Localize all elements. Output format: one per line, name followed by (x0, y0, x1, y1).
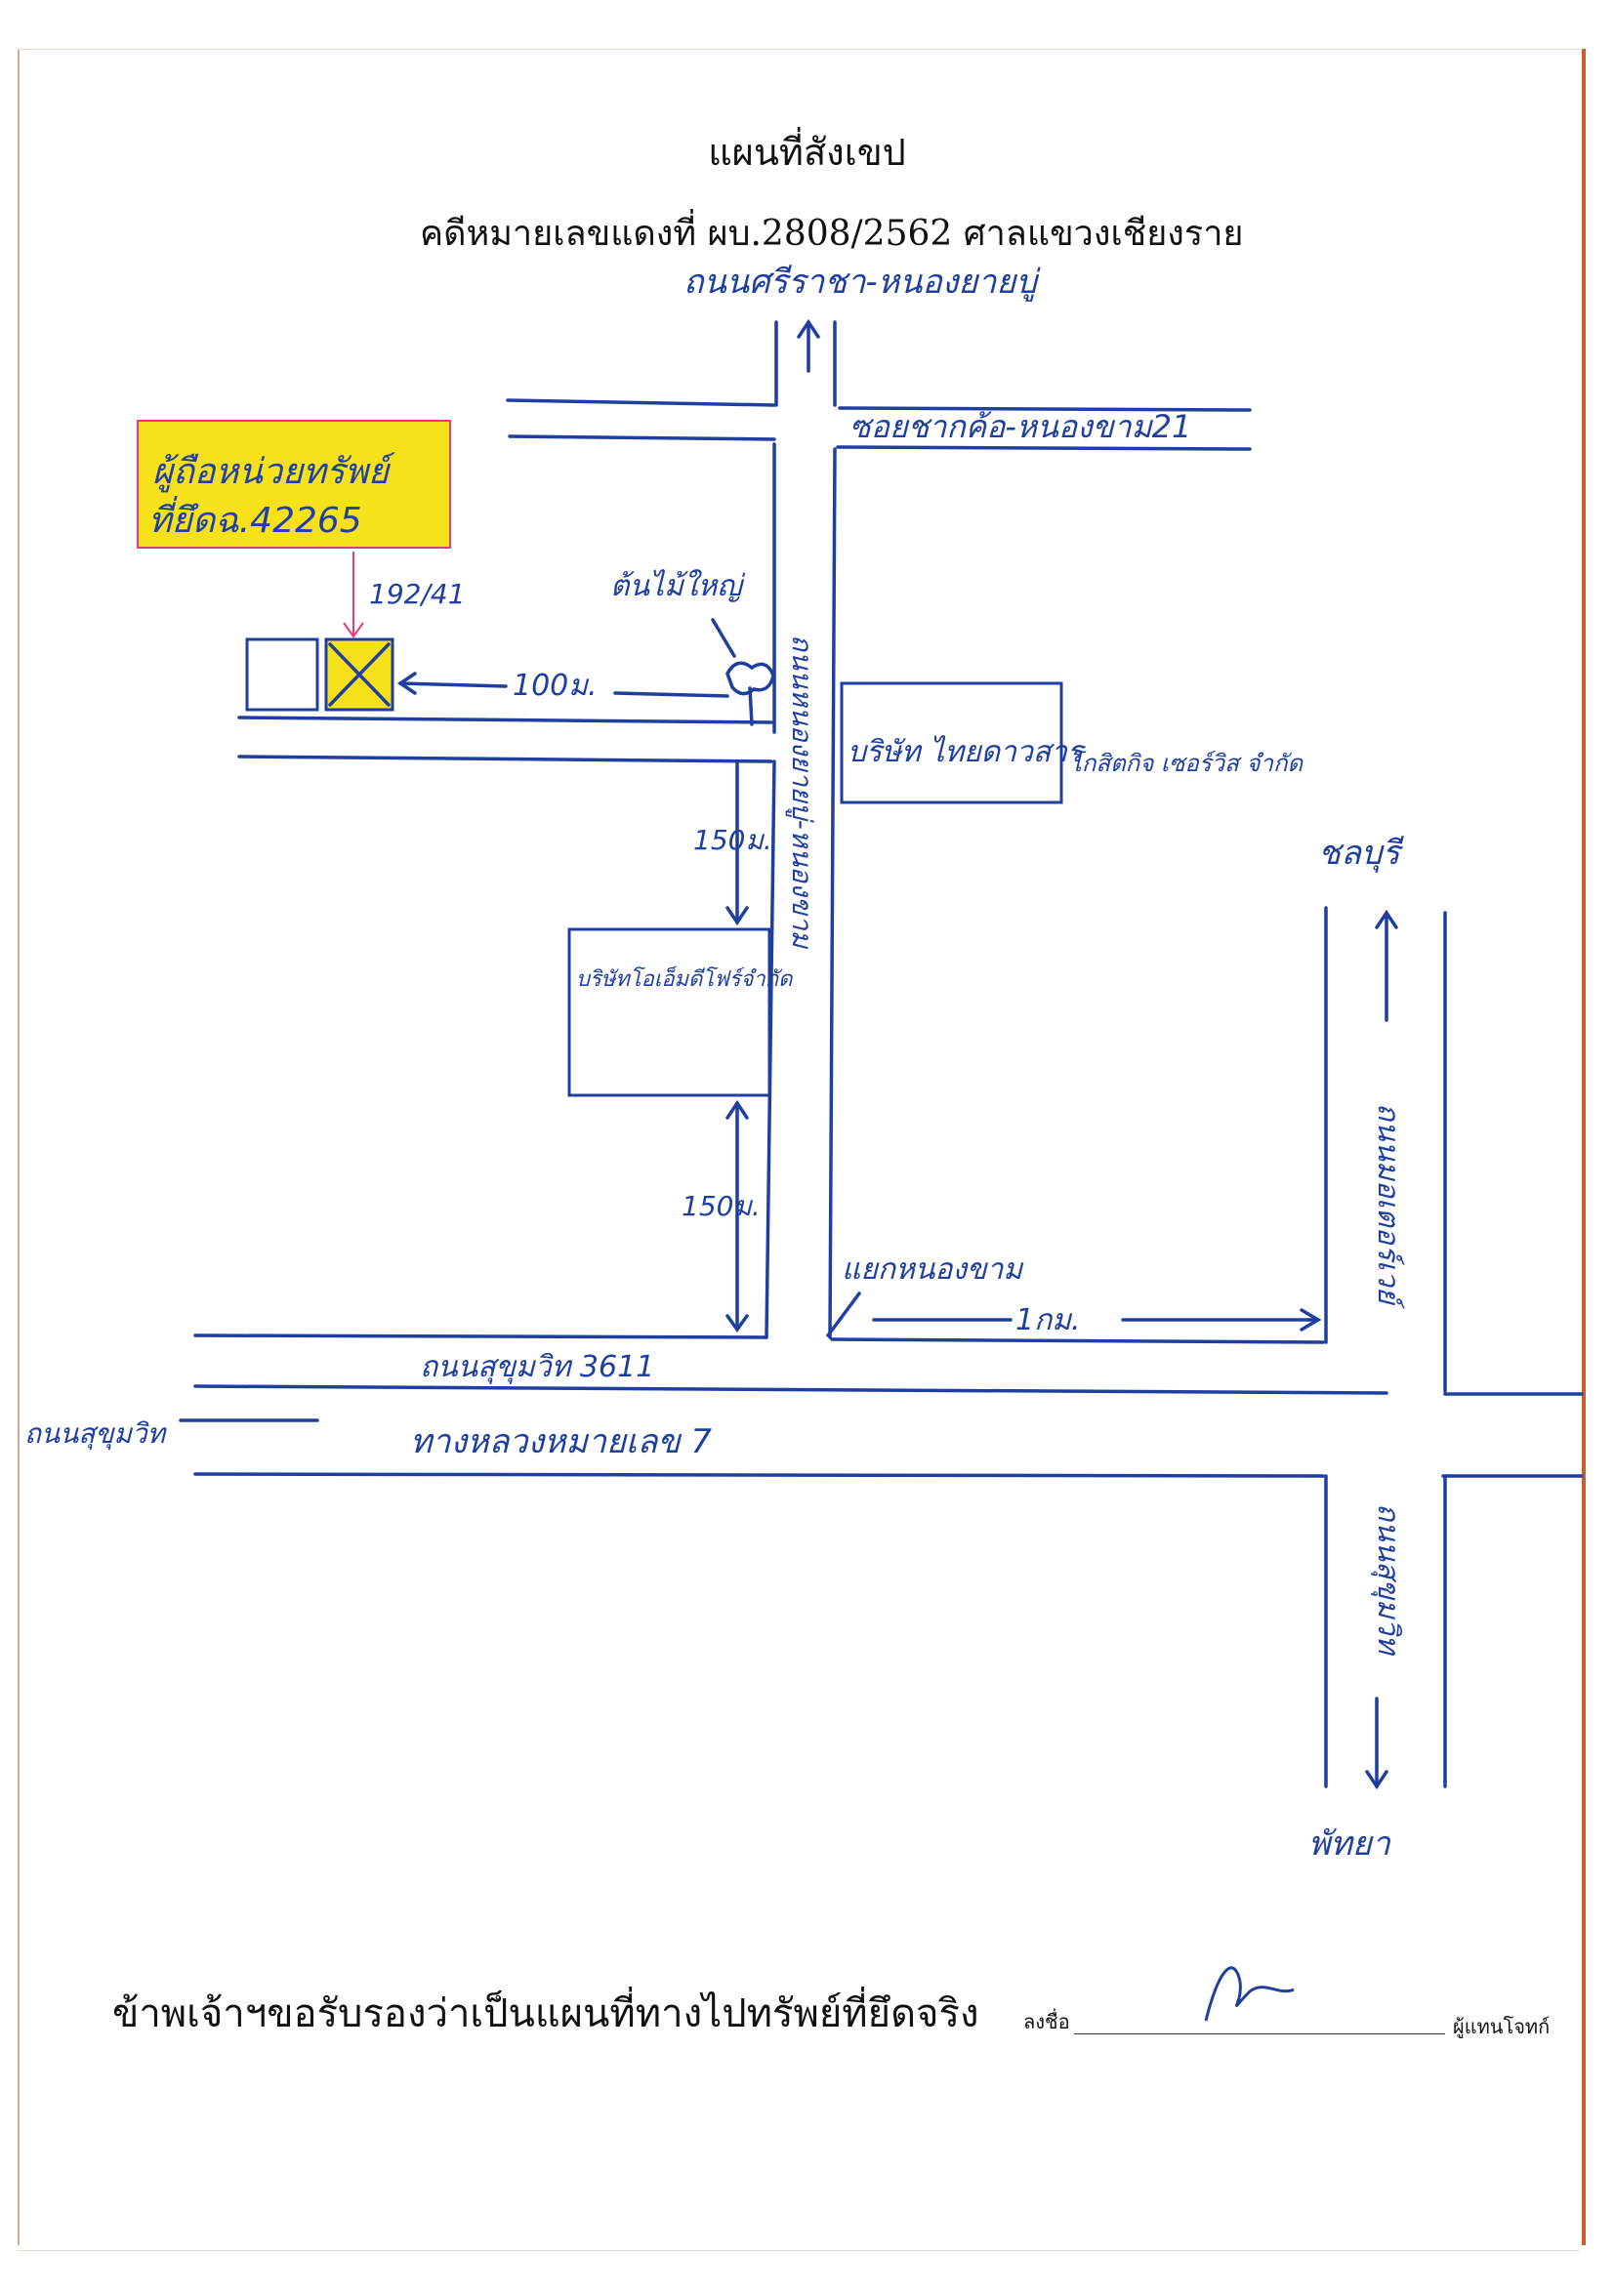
tree-pointer (711, 618, 736, 658)
north-arrow-head (797, 318, 820, 339)
page-edge-left (18, 49, 20, 2245)
dist-1km-head (1300, 1308, 1322, 1332)
dist-100-arrowhead (396, 672, 417, 695)
label-dist-1km: 1กม. (1015, 1303, 1081, 1337)
property-cross-2 (328, 642, 391, 707)
label-dist-150b: 150ม. (682, 1190, 761, 1222)
dist-150b-head-top (725, 1099, 749, 1120)
label-house-no: 192/41 (369, 578, 466, 610)
label-dist-150a: 150ม. (693, 824, 772, 856)
label-pattaya: พัทยา (1308, 1824, 1391, 1864)
side-road-south-edge (237, 755, 773, 763)
side-road-north-edge (237, 716, 773, 724)
chonburi-arrow-head (1375, 909, 1398, 929)
company-thai-box (840, 681, 1063, 804)
property-highlight-box: ผู้ถือหน่วยทรัพย์ ที่ยึดฉ.42265 (137, 420, 451, 549)
road-main-east-lower (828, 447, 837, 1339)
page-edge-bottom (18, 2250, 1580, 2251)
dist-150a-head (725, 906, 749, 926)
soi-top-upper (506, 398, 776, 407)
label-motorway: ถนนมอเตอร์เวย์ (1371, 1103, 1405, 1310)
tree-icon (725, 661, 775, 696)
label-soi-top: ซอยชากค้อ-หนองขาม21 (849, 408, 1191, 445)
case-subtitle: คดีหมายเลขแดงที่ ผบ.2808/2562 ศาลแขวงเชี… (420, 214, 1244, 254)
page-edge-top (18, 49, 1580, 50)
label-road-3611: ถนนสุขุมวิท 3611 (420, 1350, 654, 1384)
label-big-tree: ต้นไม้ใหญ่ (610, 569, 746, 603)
page-edge-right (1582, 49, 1586, 2245)
company-ocm-box (567, 927, 771, 1097)
soi-top-upper-right (838, 406, 1252, 412)
sign-role: ผู้แทนโจทก์ (1453, 2015, 1551, 2038)
road-3611-north (193, 1333, 768, 1339)
property-box-line1: ผู้ถือหน่วยทรัพย์ (152, 452, 390, 492)
label-sukhumvit: ถนนสุขุมวิท (24, 1417, 168, 1451)
label-dist-100: 100ม. (513, 669, 598, 703)
tree-trunk (748, 686, 754, 726)
soi-top-lower-right (836, 445, 1252, 451)
junction-pointer (826, 1292, 861, 1337)
road-3611-south (193, 1384, 1388, 1395)
dist-150b-head-bottom (725, 1314, 749, 1333)
property-box-line2: ที่ยึดฉ.42265 (148, 501, 362, 541)
sign-label: ลงชื่อ (1023, 2010, 1070, 2033)
label-motorway-2: ถนนสุขุมวิท (1371, 1503, 1405, 1657)
label-company-kosit: โกสิตกิจ เซอร์วิส จำกัด (1069, 750, 1304, 777)
dist-100-arrow-right (613, 691, 729, 698)
soi-top-lower (508, 434, 776, 441)
label-company-ocm: บริษัทโอเอ็มดีโฟร์จำกัด (576, 965, 794, 992)
signature-mark (1204, 1966, 1295, 2022)
label-vertical-road: ถนนหนองยายบู่-หนองขาม (785, 635, 818, 950)
neighbour-house (245, 637, 319, 712)
highway7-south (193, 1472, 1325, 1478)
certification-statement: ข้าพเจ้าฯขอรับรองว่าเป็นแผนที่ทางไปทรัพย… (112, 1991, 979, 2036)
label-company-thai: บริษัท ไทยดาวสาร (848, 735, 1087, 769)
pattaya-arrow-head (1365, 1770, 1388, 1790)
label-chonburi: ชลบุรี (1318, 834, 1405, 873)
dist-100-arrow-left (398, 681, 508, 688)
label-highway7: ทางหลวงหมายเลข 7 (410, 1422, 712, 1461)
map-title: แผนที่สังเขป (708, 131, 906, 174)
pointer-head (343, 622, 364, 638)
signature-line (1074, 2033, 1445, 2034)
label-top-road: ถนนศรีราชา-หนองยายบู่ (683, 263, 1041, 302)
label-junction: แยกหนองขาม (842, 1252, 1024, 1287)
road-3611-north-right (830, 1337, 1325, 1344)
